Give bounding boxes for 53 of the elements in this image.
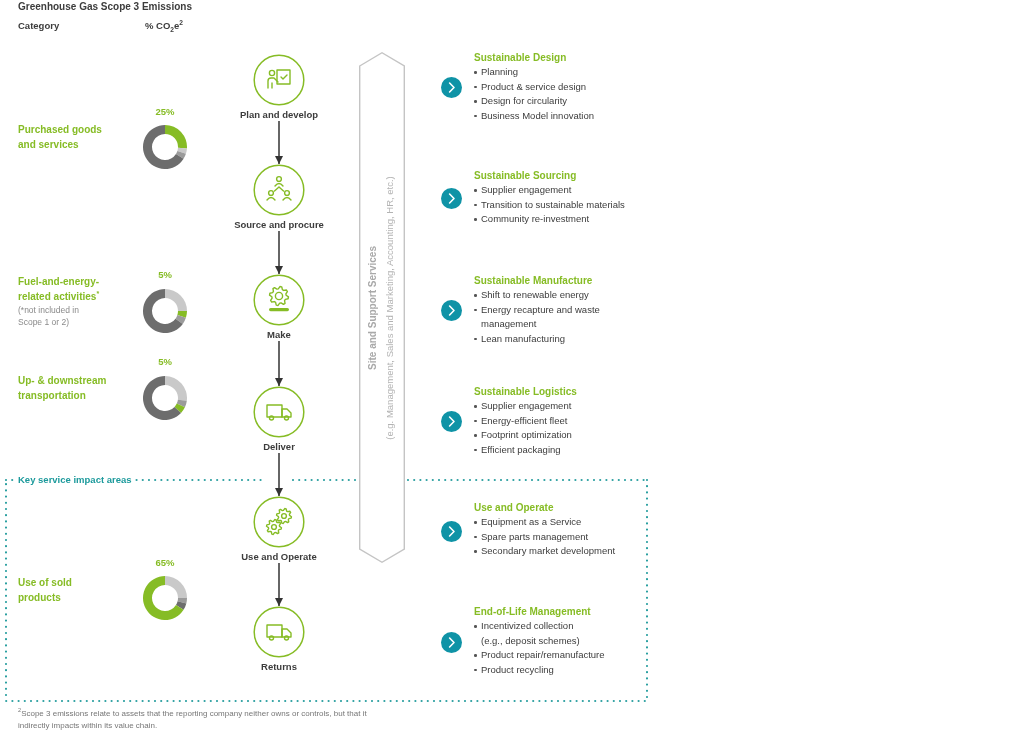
step-label: Deliver [262,441,296,453]
percent-label: 5% [157,269,173,281]
region-heading: Key service impact areas [15,474,135,486]
list-item: Business Model innovation [474,108,644,123]
list-item: Supplier engagement [474,183,644,198]
list-item: Community re-investment [474,212,644,227]
category-note: (*not included in Scope 1 or 2) [18,305,80,328]
step-label: Plan and develop [238,109,320,121]
column-header: Category [18,20,60,32]
list-item: Design for circularity [474,94,644,109]
list-item: Footprint optimization [474,428,644,443]
list-item: Energy recapture and waste management [474,302,621,332]
arrow [275,452,283,497]
category-label: Purchased goods and services [18,123,103,152]
section-heading: Sustainable Logistics [474,385,578,399]
band-subtitle: (e.g. Management, Sales and Marketing, Accounting, HR, etc.) [384,175,396,440]
step-label: Source and procure [233,219,325,231]
category-label: Up- & downstream transportation [18,374,108,403]
section-heading: Sustainable Manufacture [474,274,594,288]
list-item: Equipment as a Service [474,515,644,530]
section-heading: Sustainable Sourcing [474,169,578,183]
step-label: Use and Operate [240,551,318,563]
band-title: Site and Support Services [367,245,379,370]
list-item: Energy-efficient fleet [474,413,644,428]
list-item: Shift to renewable energy [474,288,644,303]
list-item: Supplier engagement [474,399,644,414]
section-heading: Sustainable Design [474,51,568,65]
percent-label: 65% [154,557,176,569]
list-item: Incentivized collection (e.g., deposit schemes) [474,619,587,648]
arrow [275,562,283,607]
step-label: Make [266,329,292,341]
arrow [275,340,283,387]
list-item: Product recycling [474,662,644,677]
percent-label: 25% [154,106,176,118]
section-heading: Use and Operate [474,501,555,515]
list-item: Planning [474,65,644,80]
list-item: Lean manufacturing [474,331,644,346]
list-item: Efficient packaging [474,442,644,457]
title: Greenhouse Gas Scope 3 Emissions [18,1,192,13]
list-item: Product repair/remanufacture [474,648,644,663]
category-label: Fuel-and-energy-related activities$^{*}$ [18,275,101,304]
arrow [275,230,283,275]
percent-label: 5% [157,356,173,368]
list-item: Secondary market development [474,544,644,559]
step-label: Returns [260,661,298,673]
list-item: Transition to sustainable materials [474,197,644,212]
arrow [275,120,283,165]
column-header: % CO$_{2}$e$^{2}$ [145,20,184,32]
section-heading: End-of-Life Management [474,605,592,619]
list-item: Spare parts management [474,529,644,544]
list-item: Product & service design [474,79,644,94]
category-label: Use of sold products [18,576,73,605]
footnote: $^{2}$Scope 3 emissions relate to assets that the reporting company neither owns or controls, but that it indirectly impacts within its value chain. [18,708,368,732]
